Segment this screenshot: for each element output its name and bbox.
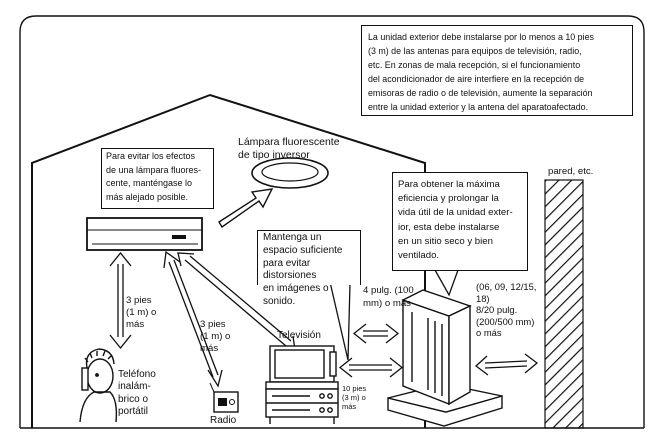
radio-distance-label: 3 pies (1 m) o más <box>200 319 231 355</box>
outdoor-antenna-note-box <box>361 25 633 116</box>
side-clearance-label: (06, 09, 12/15, 18) 8/20 pulg. (200/500 … <box>476 281 537 339</box>
radio-icon <box>209 382 239 413</box>
wall-hatch <box>544 179 584 429</box>
indoor-unit-icon <box>86 217 203 251</box>
outdoor-tv-distance-arrow <box>338 357 404 378</box>
back-clearance-arrow <box>352 323 400 344</box>
space-advice: Mantenga un espacio suficiente para evit… <box>263 232 343 307</box>
wall-label: pared, etc. <box>548 166 594 177</box>
person-phone-icon <box>79 348 118 423</box>
space-advice-box <box>257 230 361 285</box>
fluorescent-advice: Para evitar los efectos de una lámpara f… <box>106 151 202 202</box>
efficiency-callout-pointer <box>434 269 459 297</box>
diagram-frame <box>19 15 645 428</box>
efficiency-advice: Para obtener la máxima eficiencia y prol… <box>398 179 513 262</box>
tv-label: Televisión <box>277 330 321 341</box>
side-clearance-arrow <box>474 353 539 376</box>
efficiency-advice-box <box>392 172 528 271</box>
radio-label: Radio <box>210 415 237 426</box>
radio-distance-arrow <box>163 250 223 388</box>
tv-distance-label: 10 pies (3 m) o más <box>342 384 367 412</box>
lamp-label: Lámpara fluorescente de tipo inversor <box>238 136 340 161</box>
phone-distance-label: 3 pies (1 m) o más <box>126 295 157 331</box>
fluorescent-lamp-icon <box>251 157 329 189</box>
fluorescent-advice-box <box>101 148 214 209</box>
lamp-distance-arrow <box>218 188 274 229</box>
phone-label: Teléfono inalám- brico o portátil <box>118 369 156 418</box>
television-icon <box>265 345 339 424</box>
phone-distance-arrow <box>109 251 132 350</box>
outdoor-unit-icon <box>387 289 503 427</box>
outdoor-antenna-note: La unidad exterior debe instalarse por l… <box>368 32 594 112</box>
back-clearance-label: 4 pulg. (100 mm) o más <box>363 285 414 309</box>
